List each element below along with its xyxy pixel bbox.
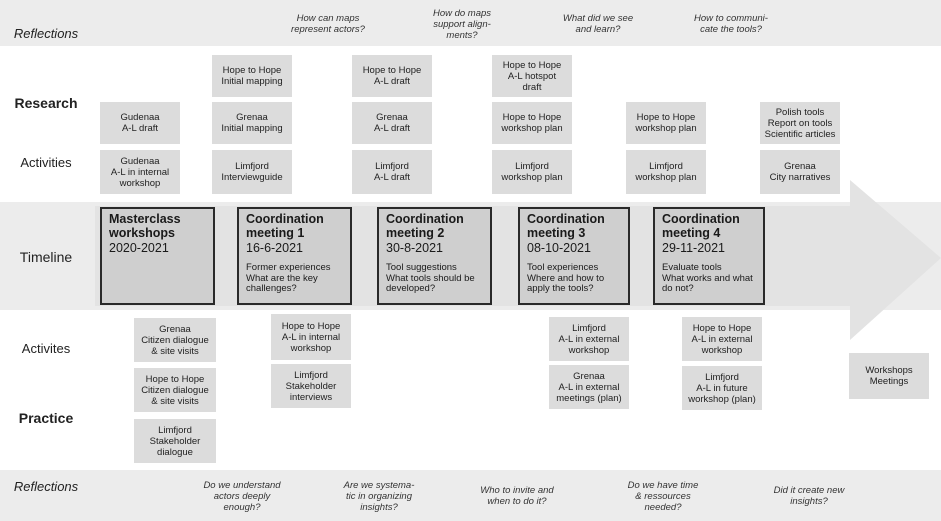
practice-activity: Limfjord Stakeholder dialogue bbox=[134, 419, 216, 463]
reflections-band-top bbox=[0, 0, 941, 46]
research-activity: Limfjord workshop plan bbox=[492, 150, 572, 194]
meeting-note: Evaluate tools What works and what do no… bbox=[662, 262, 753, 294]
practice-question: Do we have time & ressources needed? bbox=[627, 480, 699, 513]
meeting-date: 29-11-2021 bbox=[662, 241, 726, 255]
research-activity: Limfjord workshop plan bbox=[626, 150, 706, 194]
label-practice: Practice bbox=[18, 410, 74, 426]
meeting-note: Former experiences What are the key chal… bbox=[246, 262, 331, 294]
meeting-title: Coordination meeting 3 bbox=[527, 212, 605, 240]
research-question: How do maps support align- ments? bbox=[432, 8, 492, 41]
practice-question: Do we understand actors deeply enough? bbox=[203, 480, 281, 513]
research-activity: Gudenaa A-L draft bbox=[100, 102, 180, 144]
research-activity: Hope to Hope A-L hotspot draft bbox=[492, 55, 572, 97]
meeting-title: Coordination meeting 2 bbox=[386, 212, 464, 240]
practice-activity: Limfjord Stakeholder interviews bbox=[271, 364, 351, 408]
meeting-title: Masterclass workshops bbox=[109, 212, 181, 240]
practice-activity: Workshops Meetings bbox=[849, 353, 929, 399]
research-activity: Hope to Hope workshop plan bbox=[492, 102, 572, 144]
research-activity: Grenaa Initial mapping bbox=[212, 102, 292, 144]
timeline-meeting: Coordination meeting 4 29-11-2021 Evalua… bbox=[653, 207, 765, 305]
research-activity: Hope to Hope A-L draft bbox=[352, 55, 432, 97]
meeting-note: Tool suggestions What tools should be de… bbox=[386, 262, 475, 294]
label-research: Research bbox=[14, 95, 78, 111]
research-question: What did we see and learn? bbox=[562, 13, 634, 35]
practice-activity: Hope to Hope Citizen dialogue & site vis… bbox=[134, 368, 216, 412]
practice-question: Who to invite and when to do it? bbox=[480, 485, 554, 507]
practice-activity: Hope to Hope A-L in external workshop bbox=[682, 317, 762, 361]
meeting-date: 2020-2021 bbox=[109, 241, 169, 255]
timeline-meeting: Coordination meeting 2 30-8-2021 Tool su… bbox=[377, 207, 492, 305]
research-activity: Polish tools Report on tools Scientific … bbox=[760, 102, 840, 144]
meeting-title: Coordination meeting 1 bbox=[246, 212, 324, 240]
practice-question: Are we systema- tic in organizing insigh… bbox=[343, 480, 415, 513]
timeline-meeting: Coordination meeting 3 08-10-2021 Tool e… bbox=[518, 207, 630, 305]
timeline-meeting: Masterclass workshops 2020-2021 bbox=[100, 207, 215, 305]
timeline-meeting: Coordination meeting 1 16-6-2021 Former … bbox=[237, 207, 352, 305]
research-activity: Hope to Hope workshop plan bbox=[626, 102, 706, 144]
label-reflections-top: Reflections bbox=[13, 26, 79, 41]
research-activity: Grenaa City narratives bbox=[760, 150, 840, 194]
meeting-date: 16-6-2021 bbox=[246, 241, 303, 255]
research-activity: Gudenaa A-L in internal workshop bbox=[100, 150, 180, 194]
practice-activity: Limfjord A-L in future workshop (plan) bbox=[682, 366, 762, 410]
label-activities-top: Activities bbox=[20, 155, 72, 170]
research-activity: Hope to Hope Initial mapping bbox=[212, 55, 292, 97]
practice-activity: Hope to Hope A-L in internal workshop bbox=[271, 314, 351, 360]
label-reflections-bottom: Reflections bbox=[13, 479, 79, 494]
practice-activity: Grenaa Citizen dialogue & site visits bbox=[134, 318, 216, 362]
practice-activity: Grenaa A-L in external meetings (plan) bbox=[549, 365, 629, 409]
research-activity: Limfjord Interviewguide bbox=[212, 150, 292, 194]
meeting-date: 08-10-2021 bbox=[527, 241, 591, 255]
reflections-band-bottom bbox=[0, 470, 941, 521]
meeting-title: Coordination meeting 4 bbox=[662, 212, 740, 240]
research-activity: Limfjord A-L draft bbox=[352, 150, 432, 194]
research-question: How to communi- cate the tools? bbox=[694, 13, 768, 35]
meeting-date: 30-8-2021 bbox=[386, 241, 443, 255]
meeting-note: Tool experiences Where and how to apply … bbox=[527, 262, 605, 294]
label-timeline: Timeline bbox=[19, 249, 73, 265]
label-activities-bottom: Activites bbox=[21, 341, 71, 356]
practice-question: Did it create new insights? bbox=[773, 485, 845, 507]
research-activity: Grenaa A-L draft bbox=[352, 102, 432, 144]
practice-activity: Limfjord A-L in external workshop bbox=[549, 317, 629, 361]
research-question: How can maps represent actors? bbox=[291, 13, 365, 35]
